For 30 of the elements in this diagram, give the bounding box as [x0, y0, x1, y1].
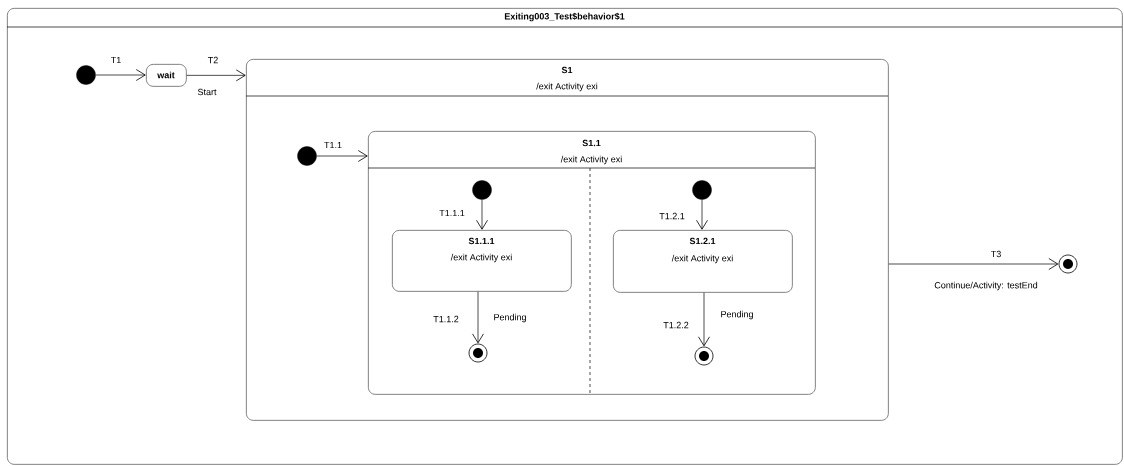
transition-trigger: Start [196, 87, 218, 97]
transition-arrow [186, 69, 246, 82]
edge-label: T1.1 [323, 140, 343, 150]
edge-label: T3 [989, 249, 1003, 259]
edge-label: T1.1.1 [438, 208, 466, 218]
state-box: S1.2.1 /exit Activity exi [613, 230, 793, 293]
edge-label: T2 [206, 55, 220, 65]
final-state [1058, 254, 1078, 274]
initial-state [692, 180, 712, 200]
transition-trigger: Pending [492, 312, 528, 324]
transition-arrow [472, 291, 484, 344]
edge-label: T1.2.2 [662, 320, 690, 330]
final-state [468, 343, 488, 363]
initial-state [472, 180, 492, 200]
state-box: S1.1.1 /exit Activity exi [392, 230, 572, 292]
transition-trigger: Pending [719, 309, 755, 321]
transition-arrow [316, 150, 368, 162]
transition-arrow [696, 199, 708, 230]
initial-state [297, 146, 317, 166]
transition-arrow [888, 258, 1059, 270]
initial-state [76, 65, 96, 85]
edge-label: T1.2.1 [658, 211, 686, 221]
transition-trigger: Continue/Activity: testEnd [933, 280, 1039, 292]
state-box: wait [146, 64, 187, 87]
transition-arrow [95, 69, 146, 81]
transition-arrow [698, 292, 710, 347]
final-state [694, 346, 714, 366]
transition-arrow [476, 199, 488, 230]
edge-label: T1 [109, 55, 123, 65]
edge-label: T1.1.2 [432, 314, 460, 324]
